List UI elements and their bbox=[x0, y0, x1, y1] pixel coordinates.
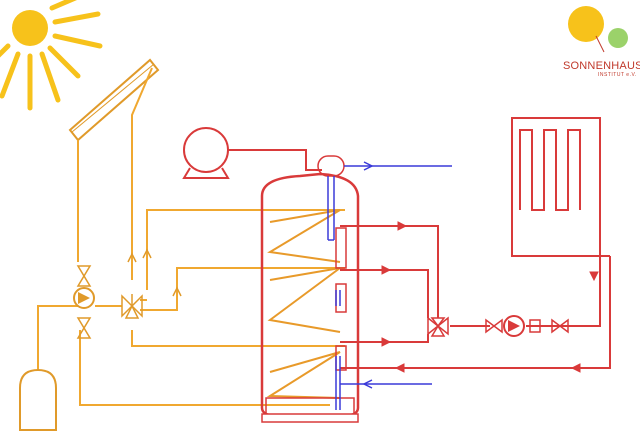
sonnenhaus-logo-icon bbox=[568, 6, 628, 53]
heating-mixing-valve bbox=[427, 316, 449, 337]
heating-pump-group bbox=[485, 315, 569, 337]
sun-icon bbox=[0, 0, 103, 111]
expansion-vessel bbox=[19, 368, 57, 431]
logo-name: SONNENHAUS bbox=[563, 60, 640, 72]
storage-tank bbox=[260, 172, 360, 423]
heat-exchanger-coils bbox=[266, 209, 341, 399]
solar-flow-arrows bbox=[127, 248, 182, 297]
solar-pump-group bbox=[73, 265, 95, 339]
solar-circuit-pipes bbox=[37, 67, 345, 406]
logo-subtitle: INSTITUT e.V. bbox=[598, 72, 637, 78]
hot-flow-arrows bbox=[381, 221, 599, 373]
pressure-tank bbox=[182, 127, 230, 179]
solar-mixing-valve bbox=[121, 294, 143, 319]
cold-water-pipes bbox=[317, 155, 452, 410]
hot-water-circuit-pipes bbox=[228, 117, 611, 369]
cold-flow-arrows bbox=[362, 161, 374, 389]
solar-collector bbox=[68, 58, 160, 142]
